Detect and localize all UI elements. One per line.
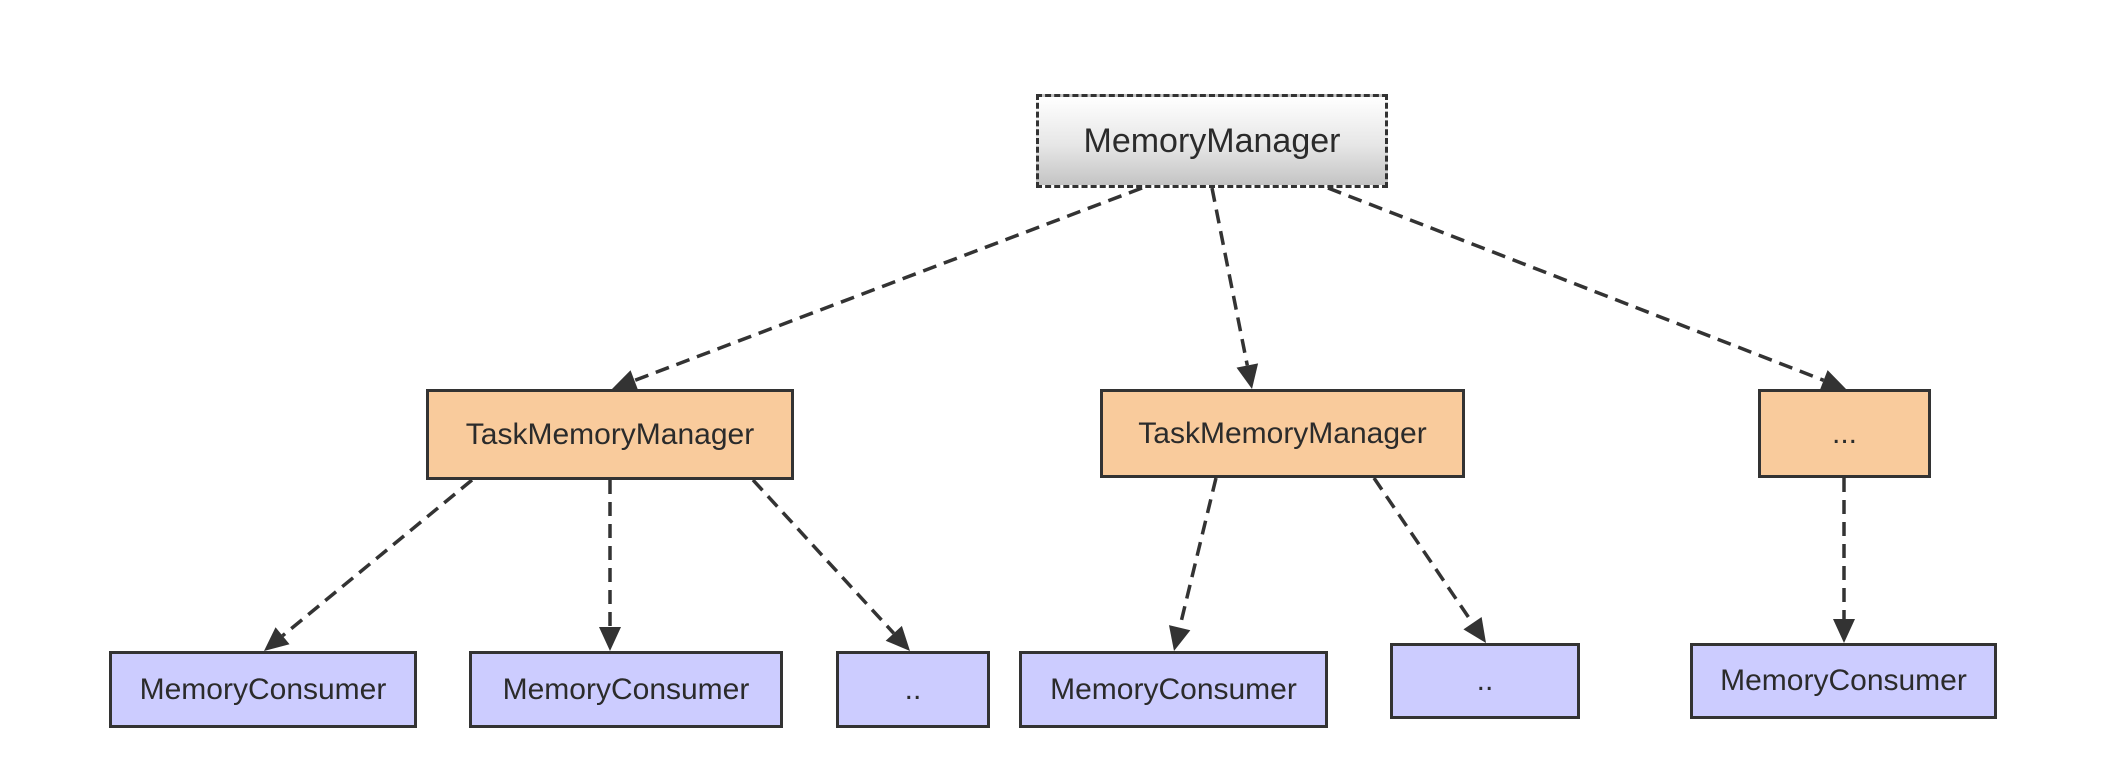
- connector-line: [1177, 477, 1218, 629]
- root-to-manager-2-arrow: [1210, 187, 1259, 389]
- connector-line: [281, 478, 474, 638]
- arrowhead-icon: [1463, 616, 1486, 643]
- memory-consumer-node-more-1: ..: [836, 651, 990, 728]
- arrowhead-icon: [264, 627, 290, 651]
- task-memory-manager-label: TaskMemoryManager: [1138, 416, 1427, 450]
- ellipsis-label: ...: [1831, 416, 1857, 450]
- memory-consumer-label: MemoryConsumer: [1050, 672, 1297, 706]
- connector-line: [633, 186, 1143, 383]
- manager-2-to-consumer-more-arrow: [1372, 477, 1486, 643]
- memory-manager-label: MemoryManager: [1083, 121, 1341, 160]
- task-memory-manager-label: TaskMemoryManager: [465, 417, 755, 451]
- arrowhead-icon: [612, 370, 639, 391]
- connector-line: [1372, 477, 1474, 625]
- ellipsis-label: ..: [904, 672, 922, 706]
- connector-line: [751, 478, 896, 635]
- arrowhead-icon: [1819, 370, 1846, 391]
- connector-line: [1327, 186, 1825, 382]
- ellipsis-label: ..: [1476, 664, 1494, 697]
- arrowhead-icon: [1833, 619, 1855, 643]
- manager-more-to-consumer-4-arrow: [1833, 478, 1855, 643]
- task-memory-manager-node-more: ...: [1758, 389, 1931, 478]
- arrowhead-icon: [1236, 363, 1259, 389]
- memory-consumer-label: MemoryConsumer: [139, 672, 387, 706]
- memory-consumer-label: MemoryConsumer: [502, 672, 750, 706]
- task-memory-manager-node-2: TaskMemoryManager: [1100, 389, 1465, 478]
- root-to-manager-1-arrow: [612, 186, 1143, 391]
- manager-1-to-consumer-more-arrow: [751, 478, 910, 651]
- manager-1-to-consumer-2-arrow: [599, 480, 621, 651]
- memory-consumer-node-1: MemoryConsumer: [109, 651, 417, 728]
- memory-consumer-node-3: MemoryConsumer: [1019, 651, 1328, 728]
- memory-manager-node: MemoryManager: [1036, 94, 1388, 188]
- manager-2-to-consumer-3-arrow: [1168, 477, 1218, 651]
- arrowhead-icon: [1168, 625, 1191, 651]
- memory-consumer-node-2: MemoryConsumer: [469, 651, 783, 728]
- memory-consumer-node-more-2: ..: [1390, 643, 1580, 719]
- root-to-manager-more-arrow: [1327, 186, 1846, 391]
- arrowhead-icon: [599, 627, 621, 651]
- memory-consumer-node-4: MemoryConsumer: [1690, 643, 1997, 719]
- task-memory-manager-node-1: TaskMemoryManager: [426, 389, 794, 480]
- manager-1-to-consumer-1-arrow: [264, 478, 474, 651]
- connector-line: [1210, 187, 1250, 366]
- memory-consumer-label: MemoryConsumer: [1720, 664, 1967, 697]
- arrowhead-icon: [885, 625, 910, 651]
